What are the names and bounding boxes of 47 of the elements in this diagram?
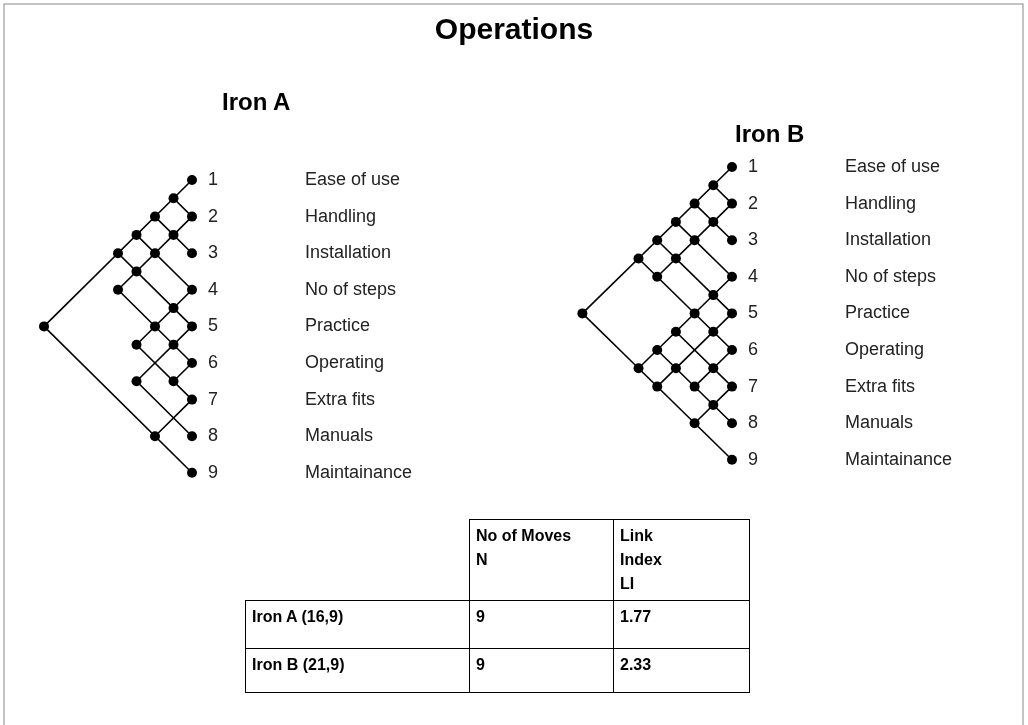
row-number: 2 xyxy=(208,205,218,226)
row-number: 9 xyxy=(748,448,758,469)
criterion-label: Maintainance xyxy=(305,461,413,482)
row-header: Iron B (21,9) xyxy=(245,648,470,693)
row-number: 3 xyxy=(748,229,758,250)
criterion-label: Ease of use xyxy=(845,156,941,176)
title: Operations xyxy=(433,12,595,46)
criterion-label: Extra fits xyxy=(845,375,915,396)
row-header: Iron A (16,9) xyxy=(245,600,470,649)
row-number: 4 xyxy=(748,265,758,286)
table-cell: 2.33 xyxy=(613,648,750,693)
row-number: 3 xyxy=(208,242,218,263)
row-number: 8 xyxy=(748,412,758,433)
criterion-label: Handling xyxy=(305,205,377,226)
tree-heading: Iron B xyxy=(735,120,805,148)
criterion-label: Ease of use xyxy=(305,169,401,189)
row-number: 2 xyxy=(748,192,758,213)
criterion-label: Practice xyxy=(845,302,911,323)
criterion-label: Maintainance xyxy=(845,448,953,469)
row-number: 4 xyxy=(208,278,218,299)
criterion-label: Installation xyxy=(845,229,932,250)
row-number: 5 xyxy=(748,302,758,323)
row-number: 1 xyxy=(208,169,218,189)
criterion-label: No of steps xyxy=(305,278,397,299)
criterion-label: Operating xyxy=(845,339,925,359)
table-cell: 9 xyxy=(469,648,614,693)
criterion-label: Installation xyxy=(305,242,392,263)
row-number: 7 xyxy=(748,375,758,396)
row-number: 6 xyxy=(748,339,758,359)
criterion-label: Manuals xyxy=(845,412,914,433)
table-cell: 1.77 xyxy=(613,600,750,649)
criterion-label: Operating xyxy=(305,352,385,372)
column-header: No of Moves N xyxy=(469,519,614,601)
criterion-label: No of steps xyxy=(845,265,937,286)
row-number: 7 xyxy=(208,388,218,409)
row-number: 9 xyxy=(208,461,218,482)
row-number: 8 xyxy=(208,425,218,446)
row-number: 1 xyxy=(748,156,758,176)
criterion-label: Handling xyxy=(845,192,917,213)
criterion-label: Extra fits xyxy=(305,388,375,409)
tree-heading: Iron A xyxy=(222,88,291,116)
row-number: 5 xyxy=(208,315,218,336)
criterion-label: Practice xyxy=(305,315,371,336)
column-header: Link Index LI xyxy=(613,519,750,601)
row-number: 6 xyxy=(208,352,218,372)
criterion-label: Manuals xyxy=(305,425,374,446)
table-cell: 9 xyxy=(469,600,614,649)
